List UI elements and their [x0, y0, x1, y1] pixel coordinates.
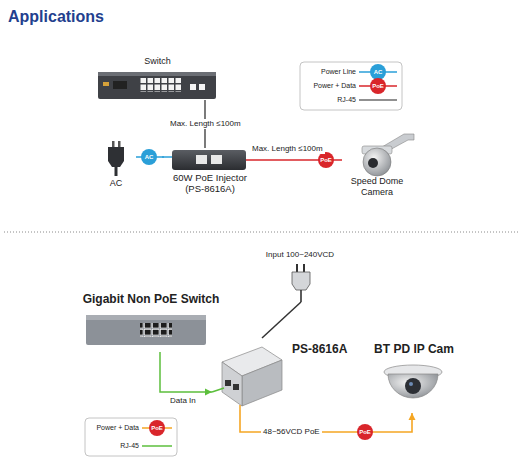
node-label: Gigabit Non PoE Switch — [74, 292, 228, 306]
legend-sample — [359, 99, 397, 100]
device-node: PS-8616A — [212, 338, 354, 410]
legend-text: Power + Data — [302, 81, 356, 91]
connector-label: 48~56VCD PoE — [261, 427, 322, 437]
connector-label: Data In — [168, 396, 198, 406]
diagram-title: Applications — [8, 8, 104, 26]
separator — [4, 232, 519, 233]
connector-line — [160, 352, 212, 392]
connector-label: Max. Length ≤100m — [250, 144, 325, 154]
dome-camera-icon — [384, 365, 442, 398]
node-label: 60W PoE Injector (PS-8616A) — [164, 172, 256, 195]
node-label: Switch — [95, 56, 220, 67]
arrowhead — [409, 413, 416, 420]
badge-label: PoE — [318, 152, 334, 168]
switch-icon — [86, 315, 206, 345]
legend-text: RJ-45 — [302, 95, 356, 105]
device-node: Input 100~240VCD — [250, 250, 350, 302]
badge-label: PoE — [357, 424, 373, 440]
device-node: BT PD IP Cam — [362, 342, 466, 413]
power-plug-icon — [292, 264, 310, 302]
switch-icon — [98, 72, 216, 99]
connector — [160, 352, 212, 396]
connector-label: Max. Length ≤100m — [168, 119, 243, 129]
badge-label: AC — [141, 149, 157, 165]
poe-injector-icon — [162, 150, 256, 170]
speed-dome-camera-icon — [362, 134, 414, 176]
node-label: PS-8616A — [292, 342, 354, 356]
node-label: Input 100~240VCD — [250, 250, 350, 260]
connector-line — [262, 302, 301, 338]
node-label: Speed Dome Camera — [342, 176, 412, 198]
device-node: 60W PoE Injector (PS-8616A) — [164, 148, 256, 200]
badge-label: PoE — [370, 78, 386, 94]
legend-frame — [85, 418, 177, 456]
legend-text: Power Line — [302, 67, 356, 77]
arrowhead — [205, 389, 212, 396]
legend-text: RJ-45 — [87, 441, 139, 451]
connector — [262, 302, 301, 338]
node-label: AC — [96, 178, 136, 189]
device-node: Switch — [95, 56, 220, 100]
badge-label: PoE — [149, 420, 165, 436]
poe-injector-icon — [212, 347, 282, 410]
legend-sample — [142, 445, 172, 447]
ac-plug-icon — [108, 141, 124, 176]
device-node: Speed Dome Camera — [342, 132, 412, 206]
legend-text: Power + Data — [87, 423, 139, 433]
node-label: BT PD IP Cam — [362, 342, 466, 356]
device-node: AC — [96, 140, 136, 194]
device-node: Gigabit Non PoE Switch — [74, 292, 228, 352]
legend-frame — [300, 62, 402, 110]
